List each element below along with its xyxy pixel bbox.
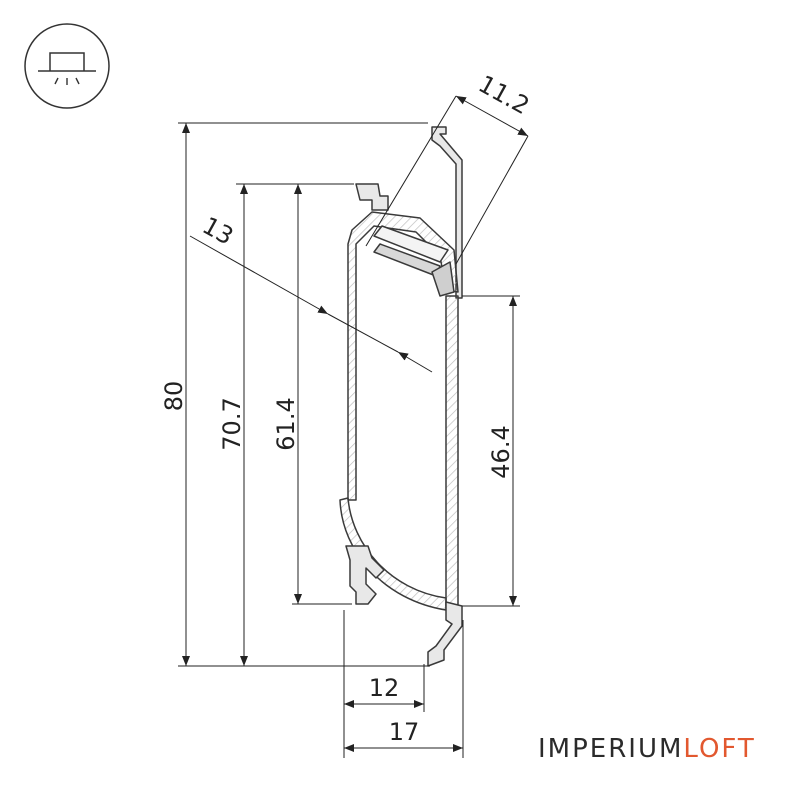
dimension-lines (178, 95, 529, 758)
brand-logo-part1: IMPERIUM (538, 734, 684, 764)
profile-section (339, 126, 463, 667)
dim-80-label: 80 (160, 381, 188, 412)
dim-12-label: 12 (369, 674, 400, 702)
dim-70-7-label: 70.7 (218, 397, 246, 450)
ceiling-light-icon (24, 23, 110, 109)
brand-logo: IMPERIUMLOFT (538, 734, 756, 764)
dim-13-label: 13 (198, 211, 238, 250)
dim-46-4-label: 46.4 (487, 425, 515, 478)
dim-11-2-label: 11.2 (474, 70, 534, 120)
brand-logo-part2: LOFT (683, 734, 756, 764)
dim-17-label: 17 (389, 718, 420, 746)
dim-61-4-label: 61.4 (272, 397, 300, 450)
